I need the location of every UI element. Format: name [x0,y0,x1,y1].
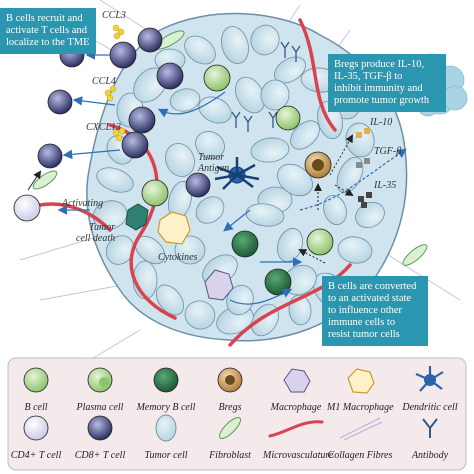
dendritic-cell-label: Dendritic cell [402,402,458,413]
chemokine-dots [104,24,126,142]
memory-b-cell-icon [153,367,179,393]
label-cytokines: Cytokines [158,252,198,263]
callout-converted-line: to an activated state [328,293,412,304]
antibody-label: Antibody [411,450,449,461]
tumor-cell [96,167,134,193]
bregs-icon [217,367,243,393]
callout-converted-line: B cells are converted [328,281,417,292]
cd8-t-cell-icon [87,415,113,441]
tumor-cell [337,236,373,264]
label-tgfb: TGF-β [374,146,402,157]
dying-tumor-cell [125,203,149,231]
callout-bregs-line: IL-35, TGF-β to [334,71,403,82]
callout-bregs-line: inhibit immunity and [334,83,423,94]
tumor-cell [277,163,313,197]
tumor-cell [169,88,201,112]
legend-icons [23,366,444,442]
label-tumor-cell-death-line: cell death [76,233,116,244]
callout-bregs-line: promote tumor growth [334,95,430,106]
label-tumor-antigen-line: Antigen [198,163,230,174]
plasma-cell-label: Plasma cell [76,402,124,413]
cytokine-shapes [356,128,372,208]
cd8-t-cell-label: CD8+ T cell [74,450,126,461]
callout-recruit-line: localize to the TME [6,37,90,48]
plasma-cell-icon [87,367,113,393]
collagen-fibres-icon [339,417,383,441]
label-tumor-antigen-line: Tumor [198,152,225,163]
cd4-t-cell-icon [23,415,49,441]
tumor-cell [165,143,195,177]
dendritic-cell-icon [415,366,444,392]
cd8-t-cells-left [37,27,211,198]
dendritic-cell [214,157,260,190]
tumor-cell [184,300,216,330]
tumor-cell-label: Tumor cell [144,450,188,461]
macrophage-label: Macrophage [270,402,322,413]
breg-cell [304,151,332,179]
flow-arrows [27,50,407,305]
label-activating: Activating [62,198,104,209]
label-tumor-cell-death: Tumor cell death [76,222,115,244]
tumor-cell [184,35,216,65]
m1-macrophage [157,211,191,245]
tumor-cell [323,194,347,226]
m1-macrophage-icon [347,368,375,394]
tumor-cell [235,76,265,114]
tumor-cell [195,196,225,224]
tumor-cell [274,56,306,84]
macrophage [204,269,234,301]
tumor-cell-icon [155,414,177,442]
collagen-fibres-label: Collagen Fibres [327,450,393,461]
tumor-cell [276,228,304,262]
macrophage-icon [283,368,311,393]
callout-converted-line: to influence other [328,305,403,316]
tumor-cell [250,24,280,56]
bregs-label: Bregs [218,402,242,413]
callout-recruit: B cells recruit and activate T cells and… [0,8,96,54]
fibroblast-label: Fibroblast [209,450,251,461]
fibroblasts [32,30,428,266]
callout-recruit-line: activate T cells and [6,25,87,36]
b-cells [141,64,334,256]
label-tumor-antigen: Tumor Antigen [198,152,229,174]
label-cxcl13: CXCL13 [86,122,122,133]
tumor-cell [226,284,254,316]
memory-b-cells [231,230,292,296]
fibroblast-icon [218,416,242,440]
callout-bregs-line: Bregs produce IL-10, [334,59,425,70]
callout-converted-line: immune cells to [328,317,396,328]
tumor-cell [250,137,290,163]
tumor-cell [221,25,249,65]
tumor-cell [156,284,184,316]
microvasculature-label: Microvasculature [263,450,334,461]
m1-macrophage-label: M1 Macrophage [327,402,394,413]
microvasculature-icon [268,420,324,438]
label-ccl3: CCL3 [102,10,126,21]
tumor-cells-group [92,24,385,337]
antibodies [231,41,301,132]
antibody-icon [422,418,438,438]
cd4-t-cell-label: CD4+ T cell [10,450,62,461]
b-cell-label: B cell [24,402,48,413]
tumor-cell [290,120,320,150]
callout-recruit-line: B cells recruit and [6,13,83,24]
memory-b-cell-label: Memory B cell [136,402,196,413]
tumor-cell [195,131,225,159]
label-il10: IL-10 [370,117,393,128]
cd4-t-cell-left [13,194,41,222]
label-il35: IL-35 [374,180,397,191]
b-cell-icon [23,367,49,393]
callout-converted: B cells are converted to an activated st… [322,276,428,346]
tumor-cell [260,79,290,111]
label-tumor-cell-death-line: Tumor [89,222,116,233]
label-ccl4: CCL4 [92,76,116,87]
callout-bregs: Bregs produce IL-10, IL-35, TGF-β to inh… [328,54,446,112]
callout-converted-line: resist tumor cells [328,329,400,340]
